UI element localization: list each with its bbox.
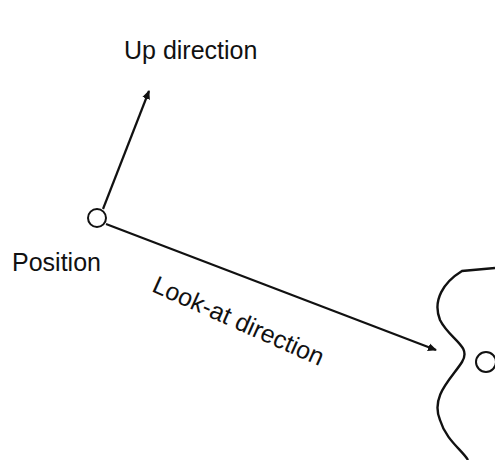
position-circle [88,209,106,227]
target-circle [476,352,495,372]
axis-label: Up direction [124,36,257,65]
axis-label: Look-at direction [148,270,329,371]
object-outline [437,268,495,460]
point-label: Position [12,248,101,277]
up-arrow [103,91,149,209]
